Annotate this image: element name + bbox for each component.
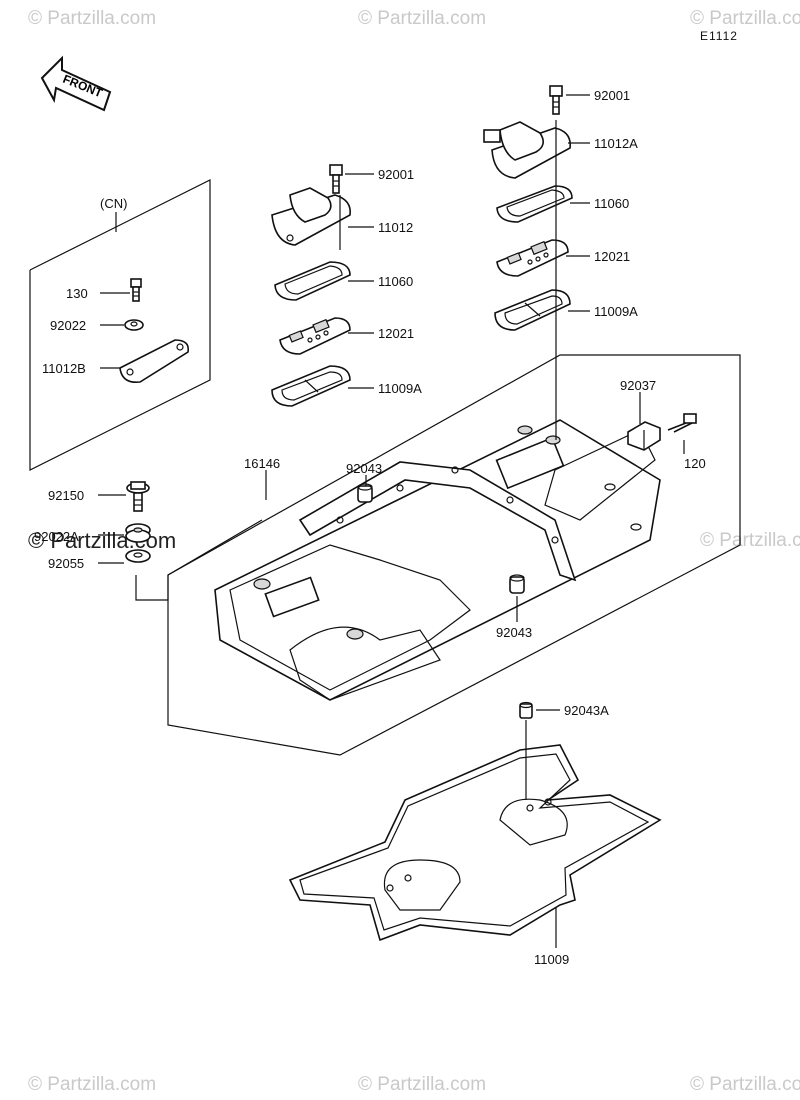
watermark-middle-right: © Partzilla.com [700, 530, 800, 551]
part-label-11060-left[interactable]: 11060 [378, 274, 413, 289]
watermark-bottom-center: © Partzilla.com [358, 1074, 486, 1095]
part-label-92001-left[interactable]: 92001 [378, 167, 414, 182]
washer-92055-drawing [125, 549, 151, 563]
gasket-11009a-left-drawing [271, 365, 351, 407]
part-label-92037[interactable]: 92037 [620, 378, 656, 393]
watermark-bottom-left: © Partzilla.com [28, 1074, 156, 1095]
front-arrow: FRONT [40, 55, 112, 112]
dowel-92043-bottom-drawing [509, 574, 525, 594]
part-label-92022[interactable]: 92022 [50, 318, 86, 333]
bolt-130-drawing [130, 278, 142, 302]
bolt-92001-left-drawing [329, 164, 343, 194]
cover-11012b-drawing [119, 339, 190, 384]
gasket-11060-left-drawing [274, 261, 351, 301]
part-label-92043a[interactable]: 92043A [564, 703, 609, 718]
cover-11012-drawing [271, 187, 352, 246]
dowel-92043-top-drawing [357, 483, 373, 503]
cn-group-box: (CN) [29, 179, 211, 471]
dowel-92043a-drawing [519, 701, 533, 800]
cylinder-head-cover-16146-drawing [214, 419, 661, 701]
part-label-11012[interactable]: 11012 [378, 220, 413, 235]
main-assembly-box [167, 354, 741, 756]
watermark-top-right: © Partzilla.com [690, 8, 800, 29]
part-label-120[interactable]: 120 [684, 456, 706, 471]
part-label-12021-right[interactable]: 12021 [594, 249, 630, 264]
watermark-bottom-right: © Partzilla.com [690, 1074, 800, 1095]
watermark-top-center: © Partzilla.com [358, 8, 486, 29]
bolt-92150-drawing [126, 481, 150, 512]
leader-lines [98, 94, 685, 948]
bolt-92001-right-drawing [549, 85, 563, 115]
watermark-top-left: © Partzilla.com [28, 8, 156, 29]
gasket-11009-drawing [288, 744, 662, 942]
part-label-92043-bottom[interactable]: 92043 [496, 625, 532, 640]
part-label-92055[interactable]: 92055 [48, 556, 84, 571]
part-label-11009a-left[interactable]: 11009A [378, 381, 422, 396]
part-label-92043-top[interactable]: 92043 [346, 461, 382, 476]
leader-left-bolts [135, 519, 263, 601]
part-label-16146[interactable]: 16146 [244, 456, 280, 471]
plate-12021-left-drawing [279, 317, 351, 355]
watermark-middle-left: © Partzilla.com [28, 528, 176, 553]
part-label-12021-left[interactable]: 12021 [378, 326, 414, 341]
diagram-code: E1112 [700, 29, 738, 43]
cn-group-label: (CN) [100, 196, 127, 211]
part-label-11009[interactable]: 11009 [534, 952, 569, 967]
part-label-11060-right[interactable]: 11060 [594, 196, 629, 211]
part-label-92150[interactable]: 92150 [48, 488, 84, 503]
clip-92037-drawing [627, 421, 661, 451]
part-label-130[interactable]: 130 [66, 286, 88, 301]
part-label-92001-right[interactable]: 92001 [594, 88, 630, 103]
part-labels: 92001 11012A 11060 12021 11009A 92001 11… [34, 88, 706, 967]
bolt-120-drawing [667, 413, 697, 433]
grommet-92022a-drawing [125, 523, 151, 543]
part-label-11009a-right[interactable]: 11009A [594, 304, 638, 319]
cover-11012a-drawing [483, 121, 572, 179]
part-label-11012a[interactable]: 11012A [594, 136, 638, 151]
washer-92022-drawing [124, 319, 144, 331]
gasket-11009a-right-drawing [494, 289, 571, 331]
plate-12021-right-drawing [496, 239, 569, 277]
gasket-11060-right-drawing [496, 185, 573, 223]
part-label-11012b[interactable]: 11012B [42, 361, 86, 376]
part-label-92022a[interactable]: 92022A [34, 529, 79, 544]
